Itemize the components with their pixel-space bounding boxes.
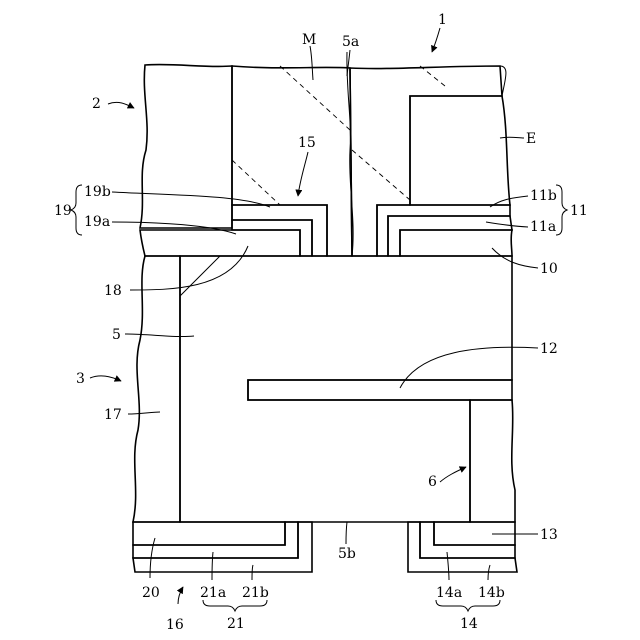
label-1: 1 bbox=[438, 12, 447, 28]
leader-11a bbox=[486, 222, 528, 227]
leader-15 bbox=[298, 152, 308, 196]
label-5: 5 bbox=[112, 327, 121, 343]
label-10: 10 bbox=[540, 261, 558, 277]
leader-14a bbox=[447, 552, 449, 580]
plate-12 bbox=[248, 380, 512, 400]
label-m: M bbox=[302, 32, 316, 48]
label-19: 19 bbox=[54, 203, 72, 219]
label-6: 6 bbox=[428, 474, 437, 490]
label-21b: 21b bbox=[242, 585, 269, 601]
label-5b: 5b bbox=[338, 546, 356, 562]
label-19b: 19b bbox=[84, 184, 111, 200]
core-region-5 bbox=[180, 256, 512, 522]
label-11a: 11a bbox=[530, 219, 556, 235]
bracket-11 bbox=[556, 185, 567, 235]
lower-body-17 bbox=[133, 256, 180, 522]
layer-14a-right bbox=[420, 522, 515, 558]
label-14a: 14a bbox=[436, 585, 462, 601]
leader-18 bbox=[130, 246, 248, 290]
label-20: 20 bbox=[142, 585, 160, 601]
leader-1 bbox=[432, 28, 440, 52]
dashed-interface-4 bbox=[352, 150, 410, 200]
element-e bbox=[410, 96, 510, 205]
leader-3 bbox=[90, 376, 121, 381]
layer-10-right bbox=[400, 230, 512, 256]
bracket-19 bbox=[71, 185, 82, 235]
leader-6 bbox=[440, 467, 466, 482]
label-15: 15 bbox=[298, 135, 316, 151]
side-region-6 bbox=[470, 400, 515, 522]
label-21: 21 bbox=[227, 616, 245, 632]
label-11: 11 bbox=[570, 203, 588, 219]
label-5a: 5a bbox=[342, 34, 359, 50]
bracket-21 bbox=[203, 600, 267, 611]
label-13: 13 bbox=[540, 527, 558, 543]
dashed-interface-2 bbox=[420, 66, 445, 86]
bracket-14 bbox=[436, 600, 500, 611]
label-17: 17 bbox=[104, 407, 122, 423]
label-14b: 14b bbox=[478, 585, 505, 601]
dashed-interface-3 bbox=[232, 160, 280, 205]
leader-21a bbox=[212, 552, 213, 580]
leader-2 bbox=[108, 102, 134, 108]
upper-body-2 bbox=[140, 65, 232, 228]
label-12: 12 bbox=[540, 341, 558, 357]
leader-e bbox=[500, 137, 524, 138]
label-11b: 11b bbox=[530, 188, 557, 204]
label-e: E bbox=[526, 131, 536, 147]
upper-body-right bbox=[350, 66, 502, 256]
mold-region-m bbox=[232, 66, 352, 256]
leader-m bbox=[310, 46, 313, 80]
layer-18-left bbox=[140, 230, 300, 256]
label-16: 16 bbox=[166, 617, 184, 633]
label-18: 18 bbox=[104, 283, 122, 299]
label-19a: 19a bbox=[84, 214, 110, 230]
layer-14b-right bbox=[408, 522, 517, 572]
leader-16 bbox=[178, 587, 183, 604]
leader-5b bbox=[346, 522, 347, 544]
label-21a: 21a bbox=[200, 585, 226, 601]
corner-notch bbox=[180, 256, 220, 296]
layer-21a-left bbox=[133, 522, 298, 558]
label-3: 3 bbox=[76, 371, 85, 387]
layer-20-left bbox=[133, 522, 285, 545]
leader-5 bbox=[125, 334, 194, 337]
leader-17 bbox=[128, 412, 160, 414]
leader-12 bbox=[400, 347, 538, 388]
label-14: 14 bbox=[460, 616, 478, 632]
label-2: 2 bbox=[92, 96, 101, 112]
dashed-interface-1 bbox=[280, 66, 350, 130]
leader-10 bbox=[492, 248, 538, 268]
